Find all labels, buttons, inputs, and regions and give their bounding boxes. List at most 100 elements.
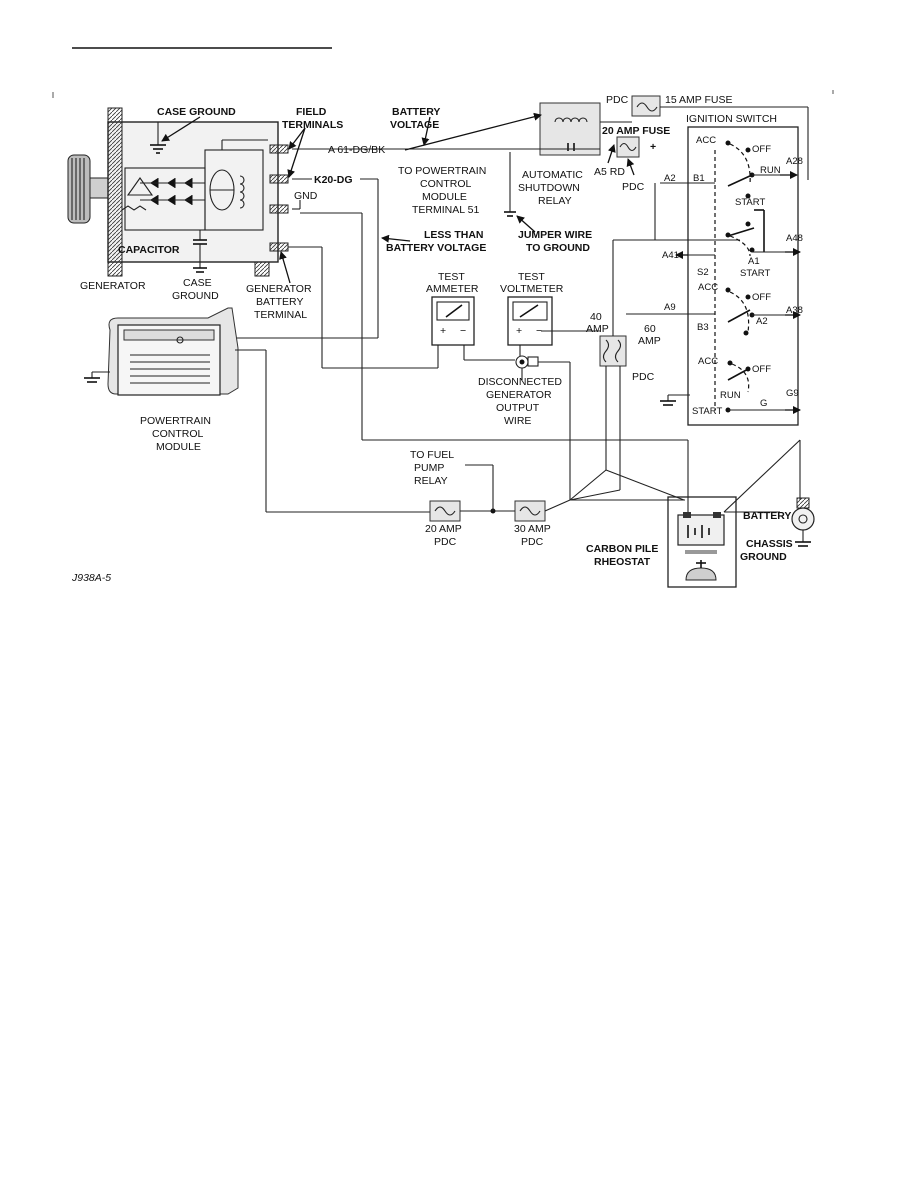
label-plus-sign: + [650,141,656,153]
label-amp30-2: PDC [521,536,544,548]
disconnected-output-wire-connector [515,355,539,369]
ign-g9: G9 [786,388,799,399]
ign-a48: A48 [786,233,803,244]
ammeter-plus: + [440,325,446,337]
ign-g: G [760,398,767,409]
generator-housing [107,121,279,263]
label-capacitor: CAPACITOR [118,244,180,256]
gnd-terminal [269,204,289,214]
label-fuse-20-top: 20 AMP FUSE [602,125,670,137]
label-to-pcm-4: TERMINAL 51 [412,204,479,216]
label-fuel-1: TO FUEL [410,449,454,461]
label-gnd: GND [294,190,318,202]
label-generator: GENERATOR [80,280,146,292]
label-pdc-top: PDC [606,94,629,106]
label-gen-batt-1: GENERATOR [246,283,312,295]
label-amp60-2: AMP [638,335,661,347]
label-to-pcm-3: MODULE [422,191,467,203]
label-battery-voltage-1: BATTERY [392,106,440,118]
fuse-20-amp-pdc [429,500,461,522]
generator-pulley [67,154,91,224]
ign-acc2: ACC [698,282,718,293]
voltmeter-minus: − [536,325,542,337]
label-pdc-a5: PDC [622,181,645,193]
ign-off1: OFF [752,144,771,155]
label-disc-2: GENERATOR [486,389,552,401]
field-terminal-2 [269,174,289,184]
ign-off2: OFF [752,292,771,303]
label-wire-k20: K20-DG [314,174,353,186]
label-fuel-2: PUMP [414,462,444,474]
label-ignition-switch: IGNITION SWITCH [686,113,777,125]
carbon-pile-rheostat [685,560,717,581]
fuse-15-amp [631,95,661,117]
ign-s2: S2 [697,267,709,278]
ign-a2-left: A2 [664,173,676,184]
label-pcm-1: POWERTRAIN [140,415,211,427]
label-disc-3: OUTPUT [496,402,540,414]
generator-end-frame [107,107,123,277]
label-ammeter-2: AMMETER [426,283,479,295]
fuse-40-60-amp-pdc [599,335,627,367]
powertrain-control-module [107,307,239,396]
label-disc-1: DISCONNECTED [478,376,562,388]
fuse-30-amp-pdc [514,500,546,522]
generator-shaft [89,177,111,199]
label-jumper-2: TO GROUND [526,242,590,254]
label-case-ground: CASE GROUND [157,106,236,118]
ign-start1: START [735,197,765,208]
label-fuse-15: 15 AMP FUSE [665,94,733,106]
label-chassis-1: CHASSIS [746,538,793,550]
label-ammeter-1: TEST [438,271,465,283]
label-field-1: FIELD [296,106,327,118]
label-carbon-2: RHEOSTAT [594,556,651,568]
ign-a1: A1 [748,256,760,267]
battery-and-rheostat-box [667,496,737,588]
battery-terminal [269,242,289,252]
ign-run3: RUN [720,390,741,401]
figure-id: J938A-5 [71,572,111,584]
ign-a9: A9 [664,302,676,313]
label-a5-rd: A5 RD [594,166,625,178]
label-disc-4: WIRE [504,415,531,427]
label-pcm-2: CONTROL [152,428,203,440]
generator-foot [254,261,270,277]
label-asd-1: AUTOMATIC [522,169,583,181]
ign-acc1: ACC [696,135,716,146]
label-amp20-2: PDC [434,536,457,548]
label-case-ground-2a: CASE [183,277,212,289]
ignition-switch [660,126,799,426]
label-chassis-2: GROUND [740,551,787,563]
voltmeter-plus: + [516,325,522,337]
ign-b3: B3 [697,322,709,333]
label-asd-2: SHUTDOWN [518,182,580,194]
asd-relay [539,102,632,156]
label-voltmeter-2: VOLTMETER [500,283,564,295]
label-battery-voltage-2: VOLTAGE [390,119,439,131]
label-carbon-1: CARBON PILE [586,543,658,555]
label-to-pcm-1: TO POWERTRAIN [398,165,486,177]
label-gen-batt-3: TERMINAL [254,309,307,321]
ign-b1: B1 [693,173,705,184]
label-amp40-2: AMP [586,323,609,335]
label-amp40-1: 40 [590,311,602,323]
ign-off3: OFF [752,364,771,375]
label-battery: BATTERY [743,510,791,522]
label-field-2: TERMINALS [282,119,343,131]
ign-a41: A41 [662,250,679,261]
chassis-ground [791,497,815,547]
ign-a28: A28 [786,156,803,167]
label-amp30-1: 30 AMP [514,523,551,535]
field-terminal-1 [269,144,289,154]
ign-start3: START [692,406,722,417]
ign-a38: A38 [786,305,803,316]
label-case-ground-2b: GROUND [172,290,219,302]
label-gen-batt-2: BATTERY [256,296,303,308]
ign-a2-right: A2 [756,316,768,327]
test-ammeter: + − [431,296,475,346]
label-less-than-1: LESS THAN [424,229,484,241]
label-jumper-1: JUMPER WIRE [518,229,592,241]
label-pdc-mid: PDC [632,371,655,383]
label-asd-3: RELAY [538,195,572,207]
